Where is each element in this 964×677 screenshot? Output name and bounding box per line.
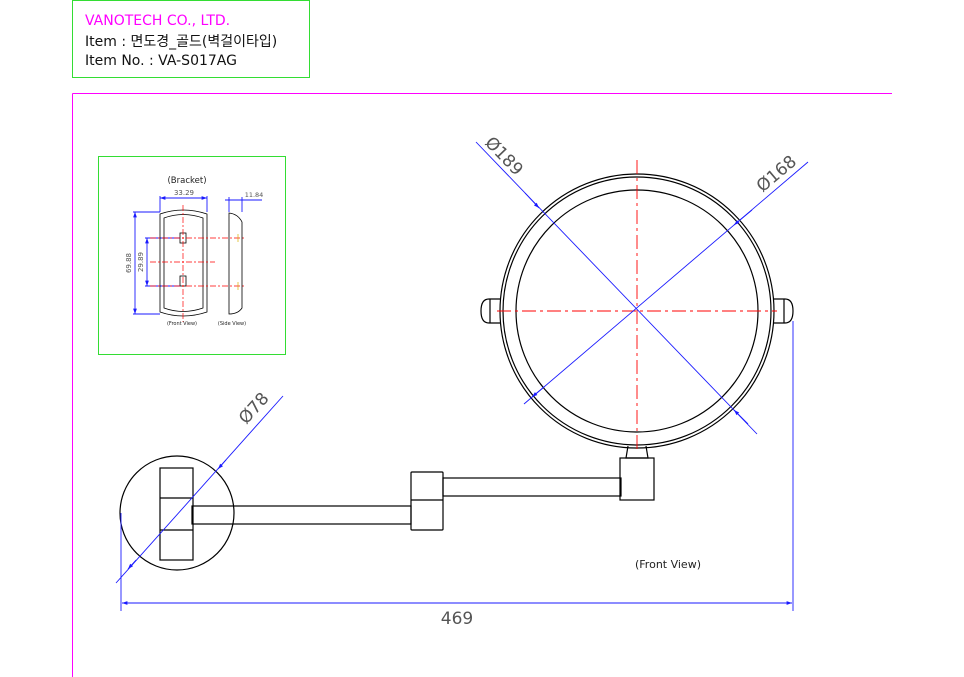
dimensions: Ø189 Ø168 Ø78 469 (Front View) — [115, 133, 809, 629]
bracket-side-dim: 11.84 — [245, 191, 264, 199]
base-diameter-dim: Ø78 — [235, 389, 273, 428]
bracket-detail: (Bracket) 33.29 11.84 69.88 29.89 (Front — [98, 156, 286, 355]
bracket-side-view-label: (Side View) — [218, 321, 246, 327]
bracket-title: (Bracket) — [167, 176, 206, 186]
bracket-outer-height-dim: 69.88 — [125, 253, 133, 273]
bracket-width-dim: 33.29 — [174, 189, 194, 197]
bracket-inner-height-dim: 29.89 — [137, 252, 145, 272]
bracket-front-view-label: (Front View) — [167, 321, 197, 327]
title-block: VANOTECH CO., LTD. Item : 면도경_골드(벽걸이타입) … — [72, 0, 310, 78]
mirror-outer-diameter-dim: Ø189 — [480, 133, 526, 180]
item-number: Item No. : VA-S017AG — [85, 53, 237, 69]
overall-length-dim: 469 — [441, 609, 473, 629]
company-name: VANOTECH CO., LTD. — [85, 13, 231, 29]
drawing-frame — [72, 93, 892, 677]
item-name: Item : 면도경_골드(벽걸이타입) — [85, 34, 278, 50]
front-view-label: (Front View) — [635, 558, 701, 571]
wall-base — [119, 455, 235, 571]
mirror-assembly — [119, 160, 794, 571]
